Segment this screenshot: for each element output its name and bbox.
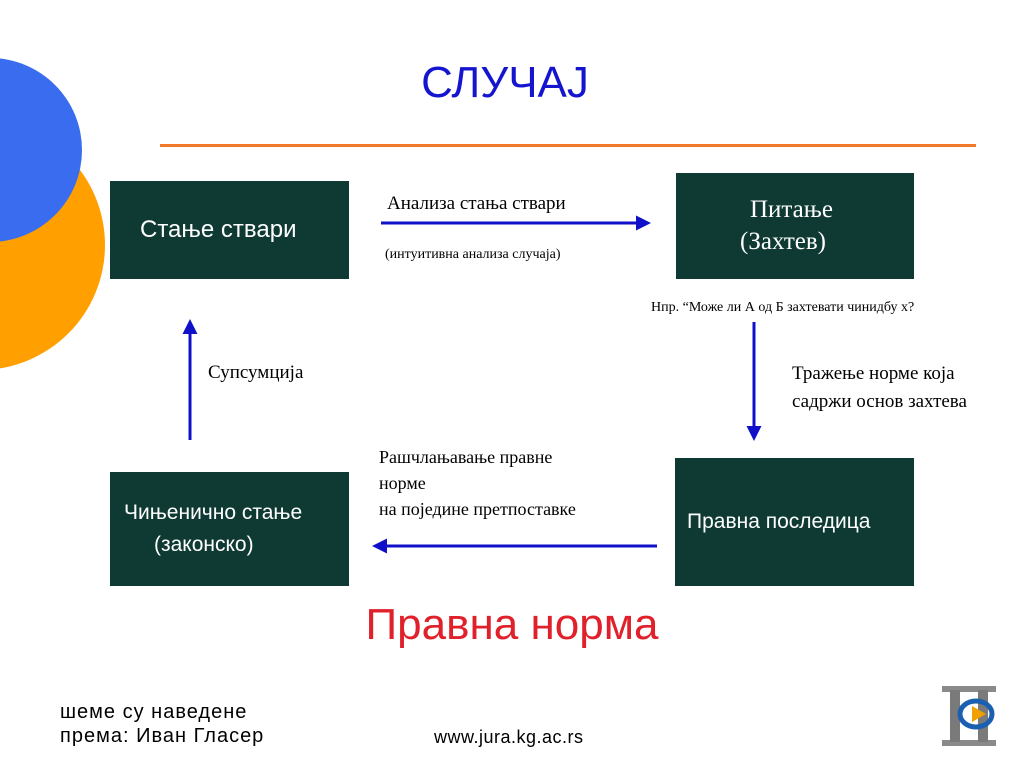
footer-url[interactable]: www.jura.kg.ac.rs <box>434 727 584 747</box>
label-primer: Нпр. “Може ли А од Б захтевати чинидбу х… <box>651 300 915 315</box>
label-intuitivna: (интуитивна анализа случаја) <box>385 247 561 262</box>
box-pitanje-line1: Питање <box>750 196 833 223</box>
page-title: СЛУЧАЈ <box>421 58 589 107</box>
label-trazenje-line2: садржи основ захтева <box>792 391 967 412</box>
label-rasclanjavanje: Рашчлањавање правне норме на поједине пр… <box>379 444 576 522</box>
decorative-circles <box>0 58 105 369</box>
box-pitanje: Питање (Захтев) <box>676 173 914 279</box>
credit-line1: шеме су наведене <box>60 701 248 723</box>
label-supsumcija: Супсумција <box>208 362 304 383</box>
label-rascl-line3: на поједине претпоставке <box>379 499 576 519</box>
label-rascl-line1: Рашчлањавање правне <box>379 447 553 467</box>
label-rascl-line2: норме <box>379 473 426 493</box>
label-analiza: Анализа стања ствари <box>387 193 566 214</box>
faculty-logo-icon <box>942 686 996 746</box>
box-stanje-stvari-label: Стање ствари <box>140 216 297 243</box>
box-cinjenicno-line2: (законско) <box>154 533 254 556</box>
box-pravna-posledica-label: Правна последица <box>687 510 871 533</box>
box-pitanje-line2: (Захтев) <box>740 228 826 255</box>
label-trazenje: Тражење норме која садржи основ захтева <box>792 360 967 416</box>
credit-text: шеме су наведене према: Иван Гласер <box>60 700 264 748</box>
box-stanje-stvari: Стање ствари <box>110 181 349 279</box>
label-trazenje-line1: Тражење норме која <box>792 363 955 384</box>
box-cinjenicno-stanje: Чињенично стање (законско) <box>110 472 349 586</box>
title-divider <box>160 144 976 147</box>
pravna-norma-heading: Правна норма <box>365 600 659 649</box>
credit-line2: према: Иван Гласер <box>60 725 265 747</box>
box-pravna-posledica: Правна последица <box>675 458 914 586</box>
box-cinjenicno-line1: Чињенично стање <box>124 501 303 524</box>
